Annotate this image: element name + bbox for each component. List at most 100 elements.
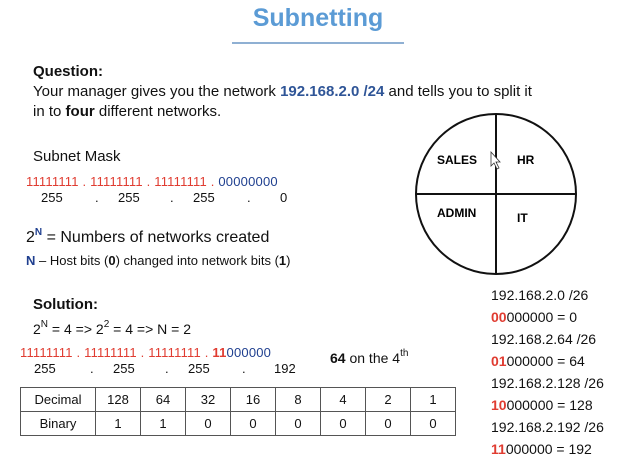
result-bits-4-red: 11: [491, 441, 506, 457]
result-network-3: 192.168.2.128 /26: [491, 375, 604, 391]
subnet-mask-bits: 11111111 . 11111111 . 11111111 . 0000000…: [26, 174, 278, 189]
solution-mask-rest: 000000: [226, 345, 272, 360]
formula-line: 2N = Numbers of networks created: [26, 226, 270, 247]
mask-dot-3: .: [247, 190, 251, 205]
table-cell: 1: [410, 387, 456, 412]
solution-equation: 2N = 4 => 22 = 4 => N = 2: [33, 319, 191, 337]
question-line-1-post: and tells you to split it: [384, 83, 532, 100]
result-bits-3-rest: 000000 = 128: [506, 397, 593, 413]
result-bits-4-rest: 000000 = 192: [505, 441, 592, 457]
result-bits-3-red: 10: [491, 397, 507, 413]
formula-n-line: N – Host bits (0) changed into network b…: [26, 253, 290, 268]
table-cell: 0: [410, 411, 456, 436]
table-cell: 16: [230, 387, 276, 412]
formula-n-mid: ) changed into network bits (: [115, 253, 279, 268]
mask-dot-2: .: [170, 190, 174, 205]
quadrant-it: IT: [517, 211, 528, 225]
formula-n-zero: 0: [108, 253, 116, 268]
solution-octet-3: 255: [188, 361, 210, 376]
subnet-mask-label: Subnet Mask: [33, 148, 121, 165]
table-cell: 4: [320, 387, 366, 412]
solution-octet-4: 192: [274, 361, 296, 376]
table-cell: 0: [185, 411, 231, 436]
table-cell: 8: [275, 387, 321, 412]
subnet-mask-zeros: 00000000: [218, 174, 278, 189]
solution-octet-1: 255: [34, 361, 56, 376]
question-heading: Question:: [33, 63, 103, 80]
quadrant-admin: ADMIN: [437, 206, 476, 220]
solution-dot-1: .: [90, 361, 94, 376]
network-split-diagram: SALES HR ADMIN IT: [415, 113, 577, 275]
mouse-cursor-icon: [490, 150, 501, 170]
solution-note-value: 64: [330, 350, 346, 366]
table-cell: 1: [95, 411, 141, 436]
solution-note-text: on the 4: [345, 350, 401, 366]
result-network-2: 192.168.2.64 /26: [491, 331, 597, 347]
question-line-2: in to four different networks.: [33, 103, 221, 120]
quadrant-sales: SALES: [437, 153, 477, 167]
question-four: four: [65, 103, 95, 120]
solution-octet-2: 255: [113, 361, 135, 376]
mask-octet-1: 255: [41, 190, 63, 205]
formula-base: 2: [26, 229, 35, 246]
question-network: 192.168.2.0 /24: [280, 83, 385, 100]
formula-text: = Numbers of networks created: [42, 229, 270, 246]
solution-dot-2: .: [165, 361, 169, 376]
table-cell: 2: [365, 387, 411, 412]
formula-exponent: N: [34, 226, 43, 238]
result-bits-2-red: 01: [491, 353, 507, 369]
solution-eq-text-b: = 4 => N = 2: [109, 321, 191, 337]
formula-n-pre: – Host bits (: [35, 253, 109, 268]
title-underline: [232, 42, 404, 44]
solution-eq-base: 2: [33, 321, 41, 337]
mask-octet-2: 255: [118, 190, 140, 205]
solution-mask-red-bits: 11: [212, 345, 227, 360]
solution-note: 64 on the 4th: [330, 348, 409, 366]
subnet-mask-decimal: 255 . 255 . 255 . 0: [0, 190, 340, 206]
bit-value-table: Decimal 128 64 32 16 8 4 2 1 Binary 1 1 …: [20, 387, 456, 436]
formula-n-post: ): [286, 253, 291, 268]
solution-eq-exp-2: 2: [103, 319, 110, 331]
result-bits-3: 10000000 = 128: [491, 397, 593, 413]
solution-heading: Solution:: [33, 296, 98, 313]
solution-dot-3: .: [242, 361, 246, 376]
mask-octet-4: 0: [280, 190, 288, 205]
result-network-4: 192.168.2.192 /26: [491, 419, 604, 435]
solution-mask-bits: 11111111 . 11111111 . 11111111 . 1100000…: [20, 345, 271, 360]
solution-note-sup: th: [400, 348, 409, 360]
table-cell: 0: [230, 411, 276, 436]
solution-mask-ones: 11111111 . 11111111 . 11111111 .: [20, 345, 213, 360]
result-bits-1-rest: 000000 = 0: [506, 309, 578, 325]
table-row-decimal: Decimal 128 64 32 16 8 4 2 1: [20, 387, 456, 412]
mask-octet-3: 255: [193, 190, 215, 205]
question-line-1-pre: Your manager gives you the network: [33, 83, 281, 100]
solution-eq-exp-n: N: [40, 319, 49, 331]
result-bits-2: 01000000 = 64: [491, 353, 585, 369]
page-title: Subnetting: [252, 4, 384, 32]
result-bits-1: 00000000 = 0: [491, 309, 577, 325]
table-cell: 0: [275, 411, 321, 436]
question-line-1: Your manager gives you the network 192.1…: [33, 83, 532, 100]
question-line-2-post: different networks.: [94, 103, 222, 120]
formula-n-one: 1: [278, 253, 287, 268]
question-line-2-pre: in to: [33, 103, 66, 120]
subnet-mask-ones: 11111111 . 11111111 . 11111111 .: [26, 174, 219, 189]
table-cell: 128: [95, 387, 141, 412]
table-cell: 32: [185, 387, 231, 412]
row-label-binary: Binary: [20, 411, 96, 436]
table-cell: 64: [140, 387, 186, 412]
result-network-1: 192.168.2.0 /26: [491, 287, 589, 303]
quadrant-hr: HR: [517, 153, 535, 167]
result-bits-4: 11000000 = 192: [491, 441, 592, 457]
table-cell: 0: [365, 411, 411, 436]
formula-n-label: N: [26, 253, 36, 268]
table-cell: 1: [140, 411, 186, 436]
result-bits-2-rest: 000000 = 64: [506, 353, 585, 369]
solution-eq-text-a: = 4 => 2: [48, 321, 104, 337]
table-cell: 0: [320, 411, 366, 436]
table-row-binary: Binary 1 1 0 0 0 0 0 0: [20, 411, 456, 436]
solution-mask-decimal: 255 . 255 . 255 . 192: [0, 361, 340, 377]
result-bits-1-red: 00: [491, 309, 507, 325]
row-label-decimal: Decimal: [20, 387, 96, 412]
mask-dot-1: .: [95, 190, 99, 205]
